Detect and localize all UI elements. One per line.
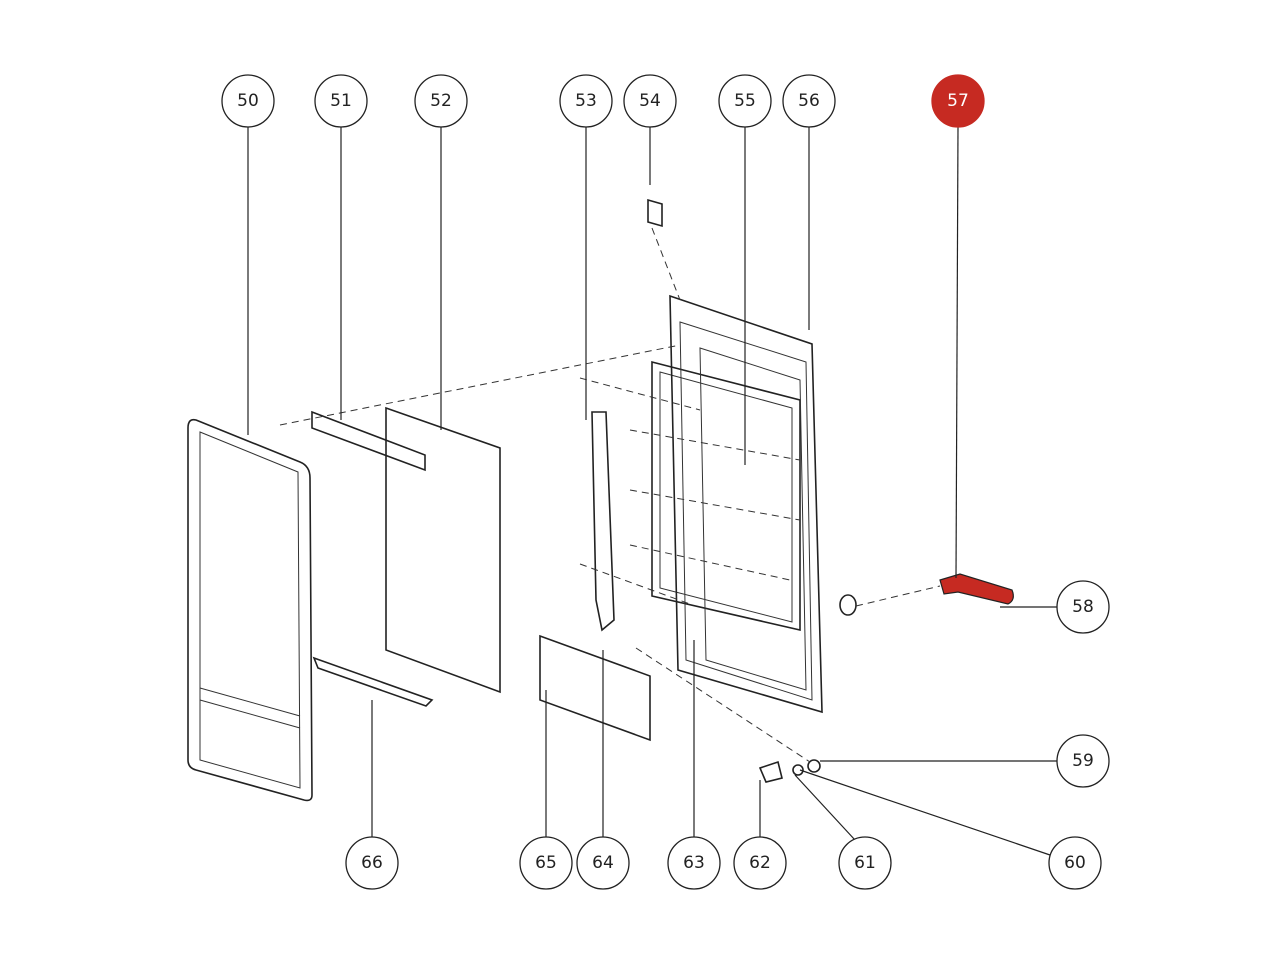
callout-number: 65: [535, 853, 557, 873]
part-59-62-lock-parts: [758, 759, 821, 783]
callout-circle: [414, 74, 468, 128]
callout-58[interactable]: 58: [1000, 580, 1110, 634]
callout-number: 53: [575, 91, 597, 111]
callout-group: 50 51 52 53 54 55 56 57 58 59 60 61 62 63 64 65 66: [221, 74, 1110, 890]
callout-circle: [718, 74, 772, 128]
callout-circle: [221, 74, 275, 128]
callout-number: 60: [1064, 853, 1086, 873]
part-51-top-bracket: [311, 410, 426, 472]
callout-number: 52: [430, 91, 452, 111]
callout-circle: [667, 836, 721, 890]
callout-circle: [345, 836, 399, 890]
callout-66[interactable]: 66: [345, 700, 399, 890]
callout-55[interactable]: 55: [718, 74, 772, 465]
callout-number: 64: [592, 853, 614, 873]
callout-circle: [519, 836, 573, 890]
leader-line: [794, 774, 856, 841]
callout-52[interactable]: 52: [414, 74, 468, 430]
leader-line: [955, 126, 959, 579]
part-57-handle: [939, 573, 1014, 605]
part-50-outer-frame: [187, 418, 313, 802]
callout-65[interactable]: 65: [519, 690, 573, 890]
callout-54[interactable]: 54: [623, 74, 677, 185]
callout-53[interactable]: 53: [559, 74, 613, 420]
part-63-gasket: [651, 360, 801, 632]
callout-50[interactable]: 50: [221, 74, 275, 435]
callout-circle: [1048, 836, 1102, 890]
callout-circle: [1056, 734, 1110, 788]
callout-circle: [559, 74, 613, 128]
callout-59[interactable]: 59: [820, 734, 1110, 788]
callout-number: 56: [798, 91, 820, 111]
callout-number: 51: [330, 91, 352, 111]
callout-61[interactable]: 61: [794, 774, 892, 890]
assembly-lines: [279, 227, 941, 763]
callout-circle: [623, 74, 677, 128]
callout-circle: [838, 836, 892, 890]
callout-circle: [314, 74, 368, 128]
callout-63[interactable]: 63: [667, 640, 721, 890]
callout-number: 59: [1072, 751, 1094, 771]
callout-51[interactable]: 51: [314, 74, 368, 420]
callout-number: 63: [683, 853, 705, 873]
callout-number: 61: [854, 853, 876, 873]
callout-64[interactable]: 64: [576, 650, 630, 890]
callout-57[interactable]: 57: [931, 74, 985, 579]
callout-56[interactable]: 56: [782, 74, 836, 330]
callout-number: 62: [749, 853, 771, 873]
part-53-hinge-bar: [591, 411, 615, 632]
part-65-cover-plate: [539, 634, 651, 742]
part-54-hinge: [647, 198, 663, 228]
part-52-glass-panel: [385, 406, 501, 694]
callout-number: 50: [237, 91, 259, 111]
callout-circle: [782, 74, 836, 128]
callout-number: 66: [361, 853, 383, 873]
callout-number: 57: [947, 91, 969, 111]
leader-line: [799, 769, 1051, 856]
callout-number: 58: [1072, 597, 1094, 617]
part-66-bottom-bracket: [312, 656, 434, 707]
callout-circle: [576, 836, 630, 890]
callout-60[interactable]: 60: [799, 769, 1102, 890]
part-56-door-frame: [669, 294, 823, 714]
callout-number: 55: [734, 91, 756, 111]
callout-circle: [733, 836, 787, 890]
part-58-handle-base: [839, 594, 857, 616]
callout-62[interactable]: 62: [733, 780, 787, 890]
callout-circle: [1056, 580, 1110, 634]
callout-number: 54: [639, 91, 661, 111]
callout-circle: [931, 74, 985, 128]
